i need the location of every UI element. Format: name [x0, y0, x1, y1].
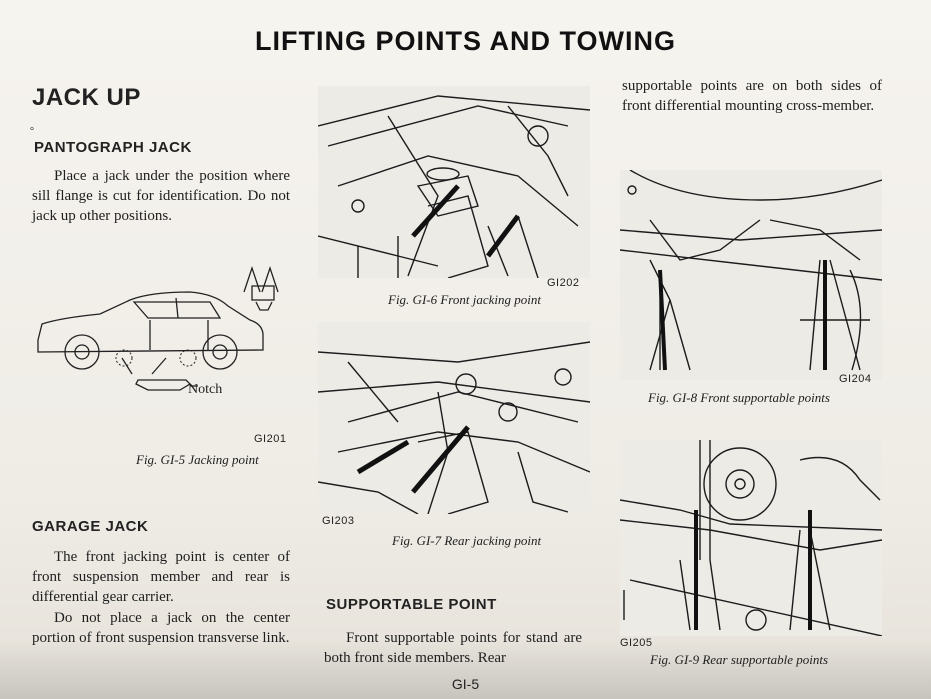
page-shadow	[0, 639, 931, 699]
notch-label: Notch	[188, 382, 223, 397]
figure-code-gi201: GI201	[254, 433, 287, 445]
figure-rear-jacking-point	[318, 322, 590, 514]
page-title: LIFTING POINTS AND TOWING	[255, 26, 676, 56]
page-number: GI-5	[451, 676, 480, 692]
figure-code-gi205: GI205	[620, 637, 653, 649]
supportable-text-continued: supportable points are on both sides of …	[622, 78, 882, 114]
subheading-pantograph-jack: PANTOGRAPH JACK	[34, 139, 192, 156]
garage-text-2: Do not place a jack on the center portio…	[32, 610, 290, 646]
subheading-garage-jack: GARAGE JACK	[32, 518, 149, 535]
section-heading-jack-up: JACK UP	[32, 84, 141, 111]
figure-caption-gi7: Fig. GI-7 Rear jacking point	[392, 533, 542, 548]
figure-code-gi203: GI203	[322, 515, 355, 527]
figure-car-jacking	[30, 262, 292, 412]
figure-front-supportable-points	[620, 170, 882, 380]
figure-code-gi202: GI202	[547, 277, 580, 289]
garage-text-1: The front jacking point is center of fro…	[32, 549, 290, 605]
subheading-supportable-point: SUPPORTABLE POINT	[326, 596, 497, 613]
figure-caption-gi6: Fig. GI-6 Front jacking point	[388, 292, 541, 307]
figure-caption-gi9: Fig. GI-9 Rear supportable points	[650, 652, 829, 667]
pantograph-text: Place a jack under the position where si…	[32, 168, 290, 224]
figure-caption-gi8: Fig. GI-8 Front supportable points	[648, 390, 830, 405]
margin-dot: °	[30, 126, 34, 137]
figure-code-gi204: GI204	[839, 373, 872, 385]
figure-rear-supportable-points	[620, 440, 882, 636]
supportable-text: Front supportable points for stand are b…	[324, 630, 582, 666]
figure-caption-gi5: Fig. GI-5 Jacking point	[136, 452, 259, 467]
figure-front-jacking-point	[318, 86, 590, 278]
